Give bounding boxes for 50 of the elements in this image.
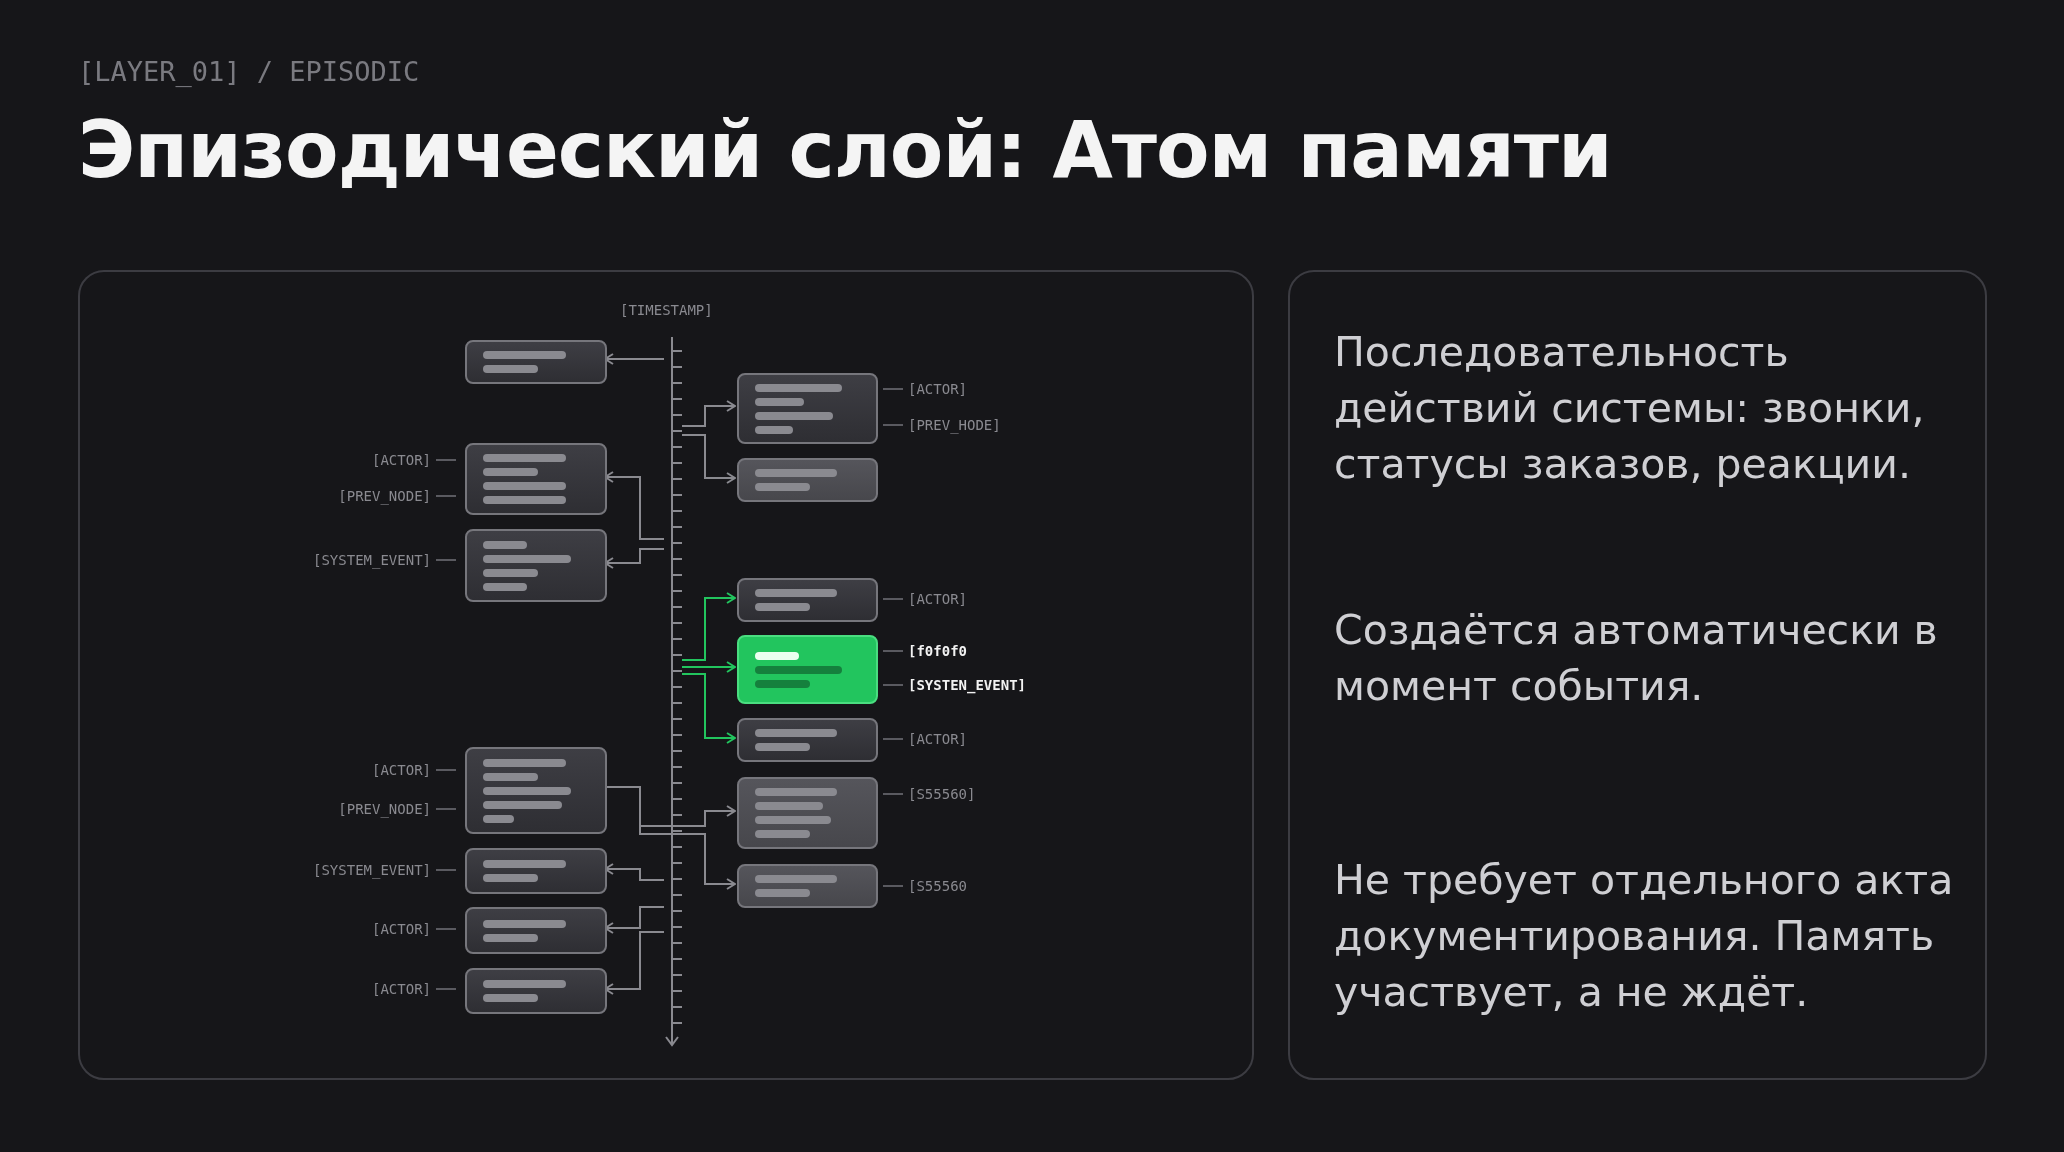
event-card (737, 635, 878, 704)
tag-label: [PREV_NODE] (338, 486, 461, 506)
event-card (465, 443, 607, 515)
tag-label: [f0f0f0 (878, 641, 967, 661)
arrow (681, 434, 736, 484)
arrow (681, 673, 736, 744)
arrow (604, 471, 665, 540)
arrow (604, 906, 665, 934)
event-card (737, 777, 878, 849)
event-card (465, 340, 607, 384)
body-text: Создаётся автоматически в момент события. (1334, 605, 1939, 712)
tag-label: [ACTOR] (372, 919, 461, 939)
timeline-axis (666, 337, 684, 1047)
tag-label: [ACTOR] (372, 760, 461, 780)
axis-label: [TIMESTAMP] (620, 302, 713, 318)
arrow (681, 661, 736, 673)
tag-label: [S55560] (878, 784, 976, 804)
body-text: Не требует отдельного акта документирования. Память участвует, а не ждёт. (1334, 855, 1955, 1018)
slide-title: Эпизодический слой: Атом памяти (78, 105, 1612, 195)
diagram-panel (78, 270, 1254, 1080)
arrow (681, 592, 736, 661)
tag-label: [PREV_NODE] (338, 799, 461, 819)
tag-label: [ACTOR] (878, 729, 967, 749)
body-text: Последовательность действий системы: звонки, статусы заказов, реакции. (1334, 327, 1926, 490)
tag-label: [S55560 (878, 876, 967, 896)
event-card (465, 848, 607, 894)
arrow (604, 863, 665, 881)
tag-label: [ACTOR] (372, 450, 461, 470)
section-label: [LAYER_01] / EPISODIC (78, 56, 420, 87)
event-card (465, 907, 607, 954)
tag-label: [SYSTEM_EVENT] (313, 860, 461, 880)
arrow (604, 931, 665, 995)
event-card (737, 718, 878, 762)
tag-label: [SYSTEN_EVENT] (878, 675, 1026, 695)
tag-label: [ACTOR] (878, 379, 967, 399)
tag-label: [SYSTEM_EVENT] (313, 550, 461, 570)
arrow (604, 353, 665, 365)
arrow (604, 548, 665, 569)
event-card (465, 529, 607, 602)
arrow (681, 400, 736, 427)
event-card (737, 458, 878, 502)
event-card (465, 968, 607, 1014)
event-card (465, 747, 607, 834)
event-card (737, 578, 878, 622)
tag-label: [ACTOR] (372, 979, 461, 999)
text-panel (1288, 270, 1987, 1080)
tag-label: [PREV_HODE] (878, 415, 1001, 435)
event-card (737, 864, 878, 908)
event-card (737, 373, 878, 444)
tag-label: [ACTOR] (878, 589, 967, 609)
